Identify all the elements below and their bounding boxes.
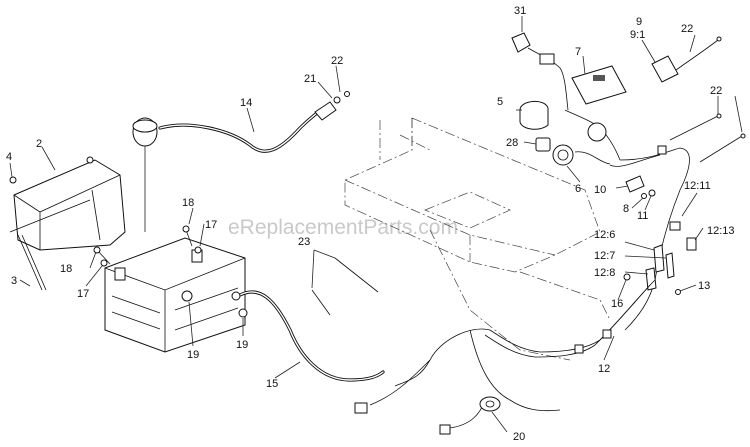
callout-12-8: 12:8 bbox=[594, 267, 615, 279]
callout-22-center: 23 bbox=[298, 236, 310, 248]
hold-down-rod bbox=[17, 234, 47, 291]
callout-12-7: 12:7 bbox=[594, 250, 615, 262]
callout-28: 28 bbox=[506, 137, 518, 149]
callout-31: 31 bbox=[514, 5, 526, 17]
bolt-13 bbox=[675, 289, 681, 295]
switch-10 bbox=[625, 175, 645, 193]
screw-11 bbox=[648, 189, 656, 197]
callout-2: 2 bbox=[36, 138, 42, 150]
wire-harness-lower bbox=[354, 279, 656, 435]
battery-box bbox=[9, 159, 126, 251]
callout-18-top: 18 bbox=[182, 197, 194, 209]
cable-ties-right bbox=[669, 113, 746, 163]
callout-10: 10 bbox=[594, 184, 606, 196]
callout-15: 14 bbox=[240, 97, 252, 109]
fuse-14 bbox=[623, 273, 631, 281]
callout-4: 4 bbox=[6, 151, 12, 163]
ground-nut bbox=[238, 308, 248, 318]
callout-18-left: 18 bbox=[60, 263, 72, 275]
callout-5: 5 bbox=[497, 96, 503, 108]
watermark: eReplacementParts.com bbox=[228, 216, 458, 239]
terminal-nut bbox=[181, 290, 193, 302]
callout-9-1: 9:1 bbox=[630, 29, 645, 41]
callout-14: 16 bbox=[611, 298, 623, 310]
relay bbox=[519, 101, 549, 130]
connector-12-13 bbox=[686, 237, 697, 251]
wire-harness-upper bbox=[564, 109, 690, 331]
callout-20: 21 bbox=[304, 73, 316, 85]
callout-17-left: 17 bbox=[77, 288, 89, 300]
cable-nut bbox=[333, 96, 341, 104]
callout-12-13: 12:13 bbox=[707, 225, 735, 237]
nut-8 bbox=[641, 193, 647, 199]
callout-22-right: 22 bbox=[710, 85, 722, 97]
callout-7: 7 bbox=[575, 46, 581, 58]
callout-19-cable: 19 bbox=[236, 339, 248, 351]
negative-cable bbox=[231, 290, 385, 382]
cable-bolt bbox=[344, 91, 350, 97]
callout-11: 11 bbox=[637, 210, 648, 222]
fuse-holder bbox=[535, 137, 551, 152]
connector-31 bbox=[511, 32, 569, 111]
callout-21: 22 bbox=[331, 55, 343, 67]
callout-23: 20 bbox=[513, 431, 525, 443]
callout-6: 6 bbox=[575, 183, 581, 195]
callout-3: 3 bbox=[11, 275, 17, 287]
callout-13: 13 bbox=[698, 280, 710, 292]
terminal-bolts bbox=[93, 225, 202, 267]
callout-22-top: 22 bbox=[681, 23, 693, 35]
callout-12: 12 bbox=[598, 363, 610, 375]
mounting-plate bbox=[344, 117, 611, 361]
seat-switch bbox=[651, 36, 722, 83]
callout-8: 8 bbox=[623, 203, 629, 215]
leader-lines bbox=[9, 16, 743, 433]
positive-cable bbox=[132, 101, 337, 232]
harness-terminals bbox=[645, 244, 675, 291]
callout-12-11: 12:11 bbox=[684, 180, 711, 192]
ignition-switch bbox=[552, 144, 611, 166]
callout-12-6: 12:6 bbox=[594, 229, 615, 241]
callout-19-battery: 19 bbox=[187, 349, 199, 361]
callout-9: 9 bbox=[636, 16, 642, 28]
callout-labels: 2 4 3 31 5 28 7 6 10 8 11 9 9:1 22 22 12… bbox=[6, 5, 735, 443]
callout-16: 15 bbox=[266, 378, 278, 390]
control-module bbox=[571, 65, 627, 105]
callout-17-top: 17 bbox=[205, 219, 217, 231]
bracket-bolt bbox=[9, 156, 94, 184]
cable-tie-set bbox=[311, 257, 379, 316]
battery bbox=[104, 237, 246, 353]
